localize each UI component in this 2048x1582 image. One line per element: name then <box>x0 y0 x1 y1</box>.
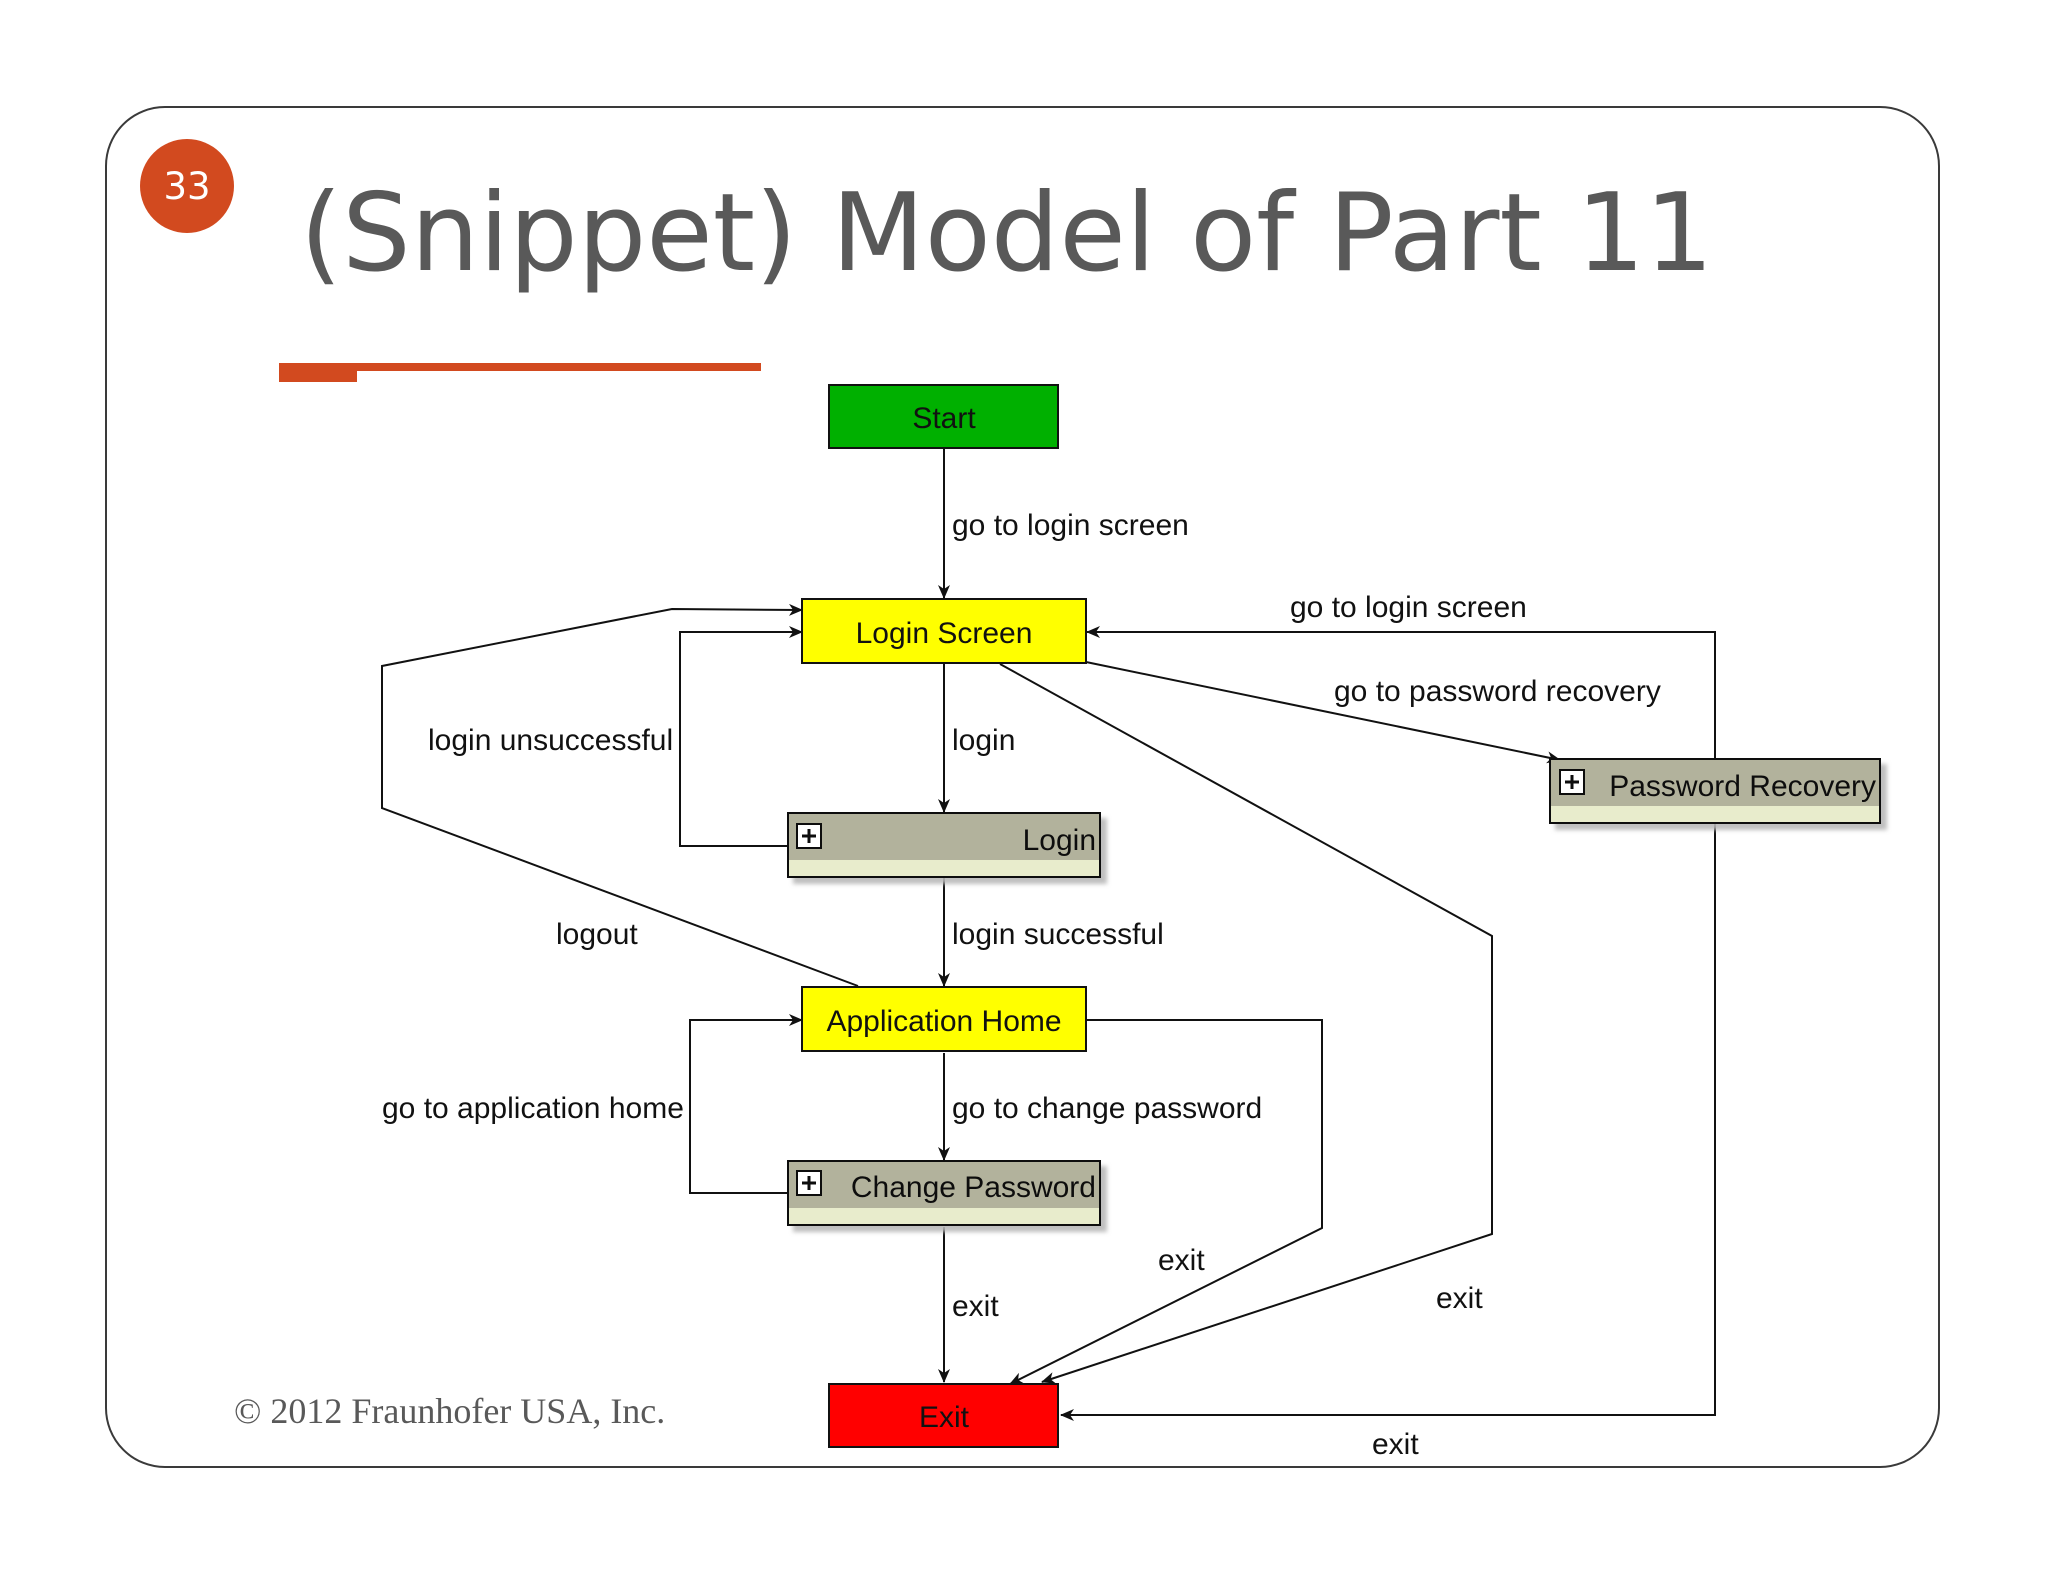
edge-label-go-to-login-screen: go to login screen <box>952 509 1189 542</box>
expand-icon[interactable] <box>796 1170 822 1196</box>
title-underline-tab <box>279 370 357 382</box>
state-application-home[interactable]: Application Home <box>801 986 1087 1052</box>
state-start-label: Start <box>912 402 976 435</box>
edge-login-successful: login successful <box>938 878 1164 987</box>
state-start[interactable]: Start <box>828 384 1059 449</box>
title-underline <box>279 363 761 371</box>
state-exit-label: Exit <box>919 1401 970 1434</box>
edge-go-to-change-password: go to change password <box>938 1053 1262 1161</box>
edge-label-exit-4: exit <box>1372 1428 1419 1461</box>
edge-login-screen-to-recovery: go to password recovery <box>1085 661 1661 764</box>
edge-change-password-exit: exit <box>938 1227 999 1383</box>
edge-login-screen-exit: exit <box>999 663 1493 1384</box>
state-password-recovery[interactable]: Password Recovery <box>1549 758 1881 824</box>
edge-recovery-to-login-screen: go to login screen <box>1086 591 1716 758</box>
slide-title: (Snippet) Model of Part 11 <box>300 171 1714 296</box>
edge-start-to-login-screen: go to login screen <box>938 448 1189 599</box>
state-login-screen-label: Login Screen <box>856 617 1033 650</box>
edge-home-exit: exit <box>1009 1019 1323 1385</box>
footer-copyright: © 2012 Fraunhofer USA, Inc. <box>234 1391 666 1431</box>
state-login-screen[interactable]: Login Screen <box>801 598 1087 664</box>
state-exit[interactable]: Exit <box>828 1383 1059 1448</box>
edge-label-go-to-change-password: go to change password <box>952 1092 1262 1125</box>
edge-label-go-to-login-screen-2: go to login screen <box>1290 591 1527 624</box>
state-change-password-label: Change Password <box>851 1171 1096 1204</box>
edge-label-login-unsuccessful: login unsuccessful <box>428 724 673 757</box>
slide-number-badge: 33 <box>140 139 234 233</box>
edge-label-go-to-application-home: go to application home <box>382 1092 684 1125</box>
state-password-recovery-label: Password Recovery <box>1609 770 1876 803</box>
state-login[interactable]: Login <box>787 812 1101 878</box>
state-login-label: Login <box>1023 824 1096 857</box>
edge-label-exit-1: exit <box>952 1290 999 1323</box>
edge-label-logout: logout <box>556 918 638 951</box>
edge-login-unsuccessful: login unsuccessful <box>428 626 803 847</box>
edge-label-go-to-password-recovery: go to password recovery <box>1334 675 1661 708</box>
edge-label-exit-3: exit <box>1436 1282 1483 1315</box>
expand-icon[interactable] <box>796 823 822 849</box>
edge-label-login: login <box>952 724 1015 757</box>
state-application-home-label: Application Home <box>826 1005 1061 1038</box>
edge-go-to-application-home: go to application home <box>382 1014 803 1194</box>
edge-logout: logout <box>381 603 859 987</box>
edge-label-login-successful: login successful <box>952 918 1164 951</box>
edge-label-exit-2: exit <box>1158 1244 1205 1277</box>
state-change-password[interactable]: Change Password <box>787 1160 1101 1226</box>
edge-login: login <box>938 664 1015 813</box>
edge-recovery-exit: exit <box>1060 824 1716 1461</box>
expand-icon[interactable] <box>1559 769 1585 795</box>
